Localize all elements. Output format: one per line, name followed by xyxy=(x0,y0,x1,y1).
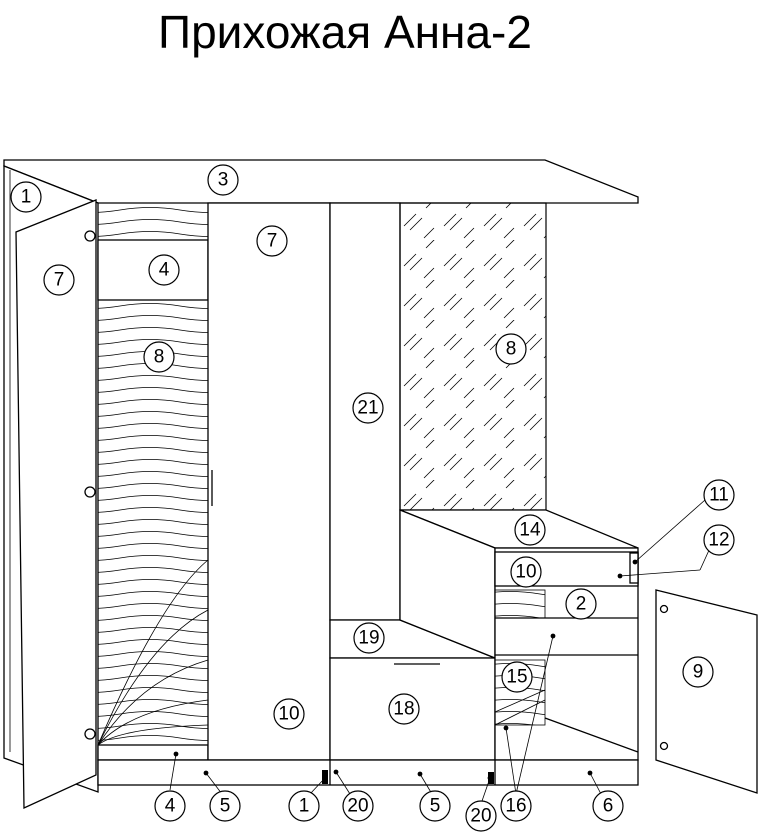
callout-circle xyxy=(703,524,735,556)
left-door xyxy=(15,199,97,810)
callout-circle xyxy=(209,790,241,822)
callout-circle xyxy=(592,790,624,822)
callout-circle xyxy=(703,479,735,511)
callout-label: 19 xyxy=(353,622,385,654)
callout-label: 7 xyxy=(256,225,288,257)
callout-circle xyxy=(565,588,597,620)
callout-number: 4 xyxy=(159,260,170,281)
callout-number: 7 xyxy=(267,231,278,252)
top-panel xyxy=(3,159,639,204)
callout-circle xyxy=(419,790,451,822)
callout-number: 5 xyxy=(220,796,231,817)
callout-label: 20 xyxy=(342,790,374,822)
callout-circle xyxy=(154,790,186,822)
callout-label: 5 xyxy=(419,790,451,822)
callout-circle xyxy=(273,698,305,730)
callout-circle xyxy=(148,254,180,286)
callout-number: 3 xyxy=(218,170,229,191)
callout-label: 2 xyxy=(565,588,597,620)
callout-label: 1 xyxy=(288,790,320,822)
callout-label: 14 xyxy=(514,514,546,546)
callout-number: 18 xyxy=(393,699,414,720)
callout-circle xyxy=(10,181,42,213)
callout-number: 14 xyxy=(519,520,541,541)
callout-label: 21 xyxy=(352,392,384,424)
callout-number: 8 xyxy=(154,347,165,368)
callout-circle xyxy=(682,656,714,688)
callout-number: 20 xyxy=(347,796,368,817)
callout-number: 7 xyxy=(54,270,65,291)
callout-label: 9 xyxy=(682,656,714,688)
callout-label: 16 xyxy=(500,790,532,822)
callout-circle xyxy=(388,693,420,725)
callout-number: 10 xyxy=(515,562,536,583)
callout-label: 5 xyxy=(209,790,241,822)
callout-label: 10 xyxy=(510,556,542,588)
callout-label: 20 xyxy=(465,800,497,832)
callout-circle xyxy=(465,800,497,832)
callout-number: 16 xyxy=(505,796,526,817)
callout-number: 21 xyxy=(357,398,378,419)
callout-circle xyxy=(352,392,384,424)
wardrobe-interior-top xyxy=(97,202,209,241)
callout-number: 2 xyxy=(576,594,587,615)
callout-circle xyxy=(353,622,385,654)
leader-lines xyxy=(169,499,711,802)
callout-number: 1 xyxy=(299,796,310,817)
callout-label: 7 xyxy=(43,264,75,296)
callout-circle xyxy=(207,164,239,196)
callout-number: 10 xyxy=(278,704,299,725)
callout-label: 12 xyxy=(703,524,735,556)
callout-number: 5 xyxy=(430,796,441,817)
callout-label: 10 xyxy=(273,698,305,730)
shelf-wood-2 xyxy=(494,589,546,619)
callout-number: 9 xyxy=(693,662,704,683)
callout-circle xyxy=(288,790,320,822)
callout-circle xyxy=(342,790,374,822)
back-panel-8-left xyxy=(97,299,209,746)
callout-label: 3 xyxy=(207,164,239,196)
callout-number: 11 xyxy=(709,485,729,506)
callout-label: 15 xyxy=(501,661,533,693)
callout-number: 1 xyxy=(21,187,32,208)
bottom-shelf-4 xyxy=(97,744,209,761)
plinth xyxy=(97,759,639,786)
callout-number: 8 xyxy=(506,339,517,360)
callout-number: 20 xyxy=(470,806,491,827)
callout-label: 8 xyxy=(143,341,175,373)
callout-label: 18 xyxy=(388,693,420,725)
callout-label: 11 xyxy=(703,479,735,511)
callout-number: 19 xyxy=(358,628,379,649)
callout-circle xyxy=(514,514,546,546)
callout-circle xyxy=(43,264,75,296)
callout-label: 6 xyxy=(592,790,624,822)
callout-circle xyxy=(143,341,175,373)
callout-circle xyxy=(510,556,542,588)
callout-number: 12 xyxy=(708,530,729,551)
callout-label: 1 xyxy=(10,181,42,213)
callout-label: 8 xyxy=(495,333,527,365)
callout-label: 4 xyxy=(154,790,186,822)
diagram-title: Прихожая Анна-2 xyxy=(158,6,532,58)
callout-circle xyxy=(495,333,527,365)
separate-door-9 xyxy=(655,589,758,794)
callout-number: 15 xyxy=(506,667,527,688)
wood-arcs xyxy=(97,559,209,746)
callout-circle xyxy=(256,225,288,257)
callout-circle xyxy=(501,661,533,693)
callout-circle xyxy=(500,790,532,822)
middle-door xyxy=(207,202,331,761)
callout-label: 4 xyxy=(148,254,180,286)
callout-number: 6 xyxy=(603,796,614,817)
callout-number: 4 xyxy=(165,796,176,817)
drawer-handle-12 xyxy=(629,552,639,584)
